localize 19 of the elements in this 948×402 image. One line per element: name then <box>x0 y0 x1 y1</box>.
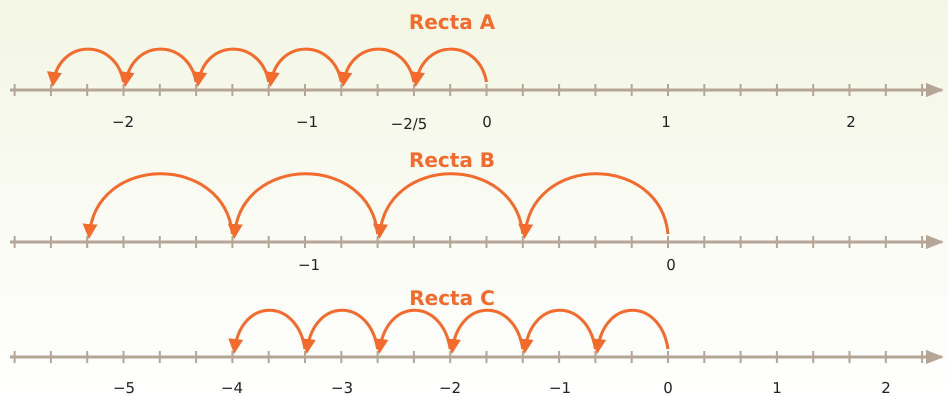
line-title: Recta A <box>408 9 496 36</box>
tick-label: 1 <box>661 112 671 133</box>
tick-label: −1 <box>298 254 320 276</box>
line-title: Recta C <box>409 285 495 312</box>
tick-label: −1 <box>296 112 318 133</box>
tick-label: −2 <box>438 378 462 399</box>
tick-label: −1 <box>548 378 572 399</box>
tick-label: 1 <box>772 378 782 399</box>
tick-label: 2 <box>846 112 856 133</box>
line-title: Recta B <box>408 147 496 174</box>
tick-label: −4 <box>220 378 244 399</box>
tick-label: −3 <box>330 378 354 399</box>
tick-label: 0 <box>666 254 676 276</box>
tick-label: 0 <box>482 112 492 133</box>
tick-label: −2/5 <box>390 114 428 135</box>
tick-label: 2 <box>881 378 891 399</box>
tick-label: −5 <box>112 378 136 399</box>
tick-label: 0 <box>663 378 673 399</box>
tick-label: −2 <box>112 112 134 133</box>
